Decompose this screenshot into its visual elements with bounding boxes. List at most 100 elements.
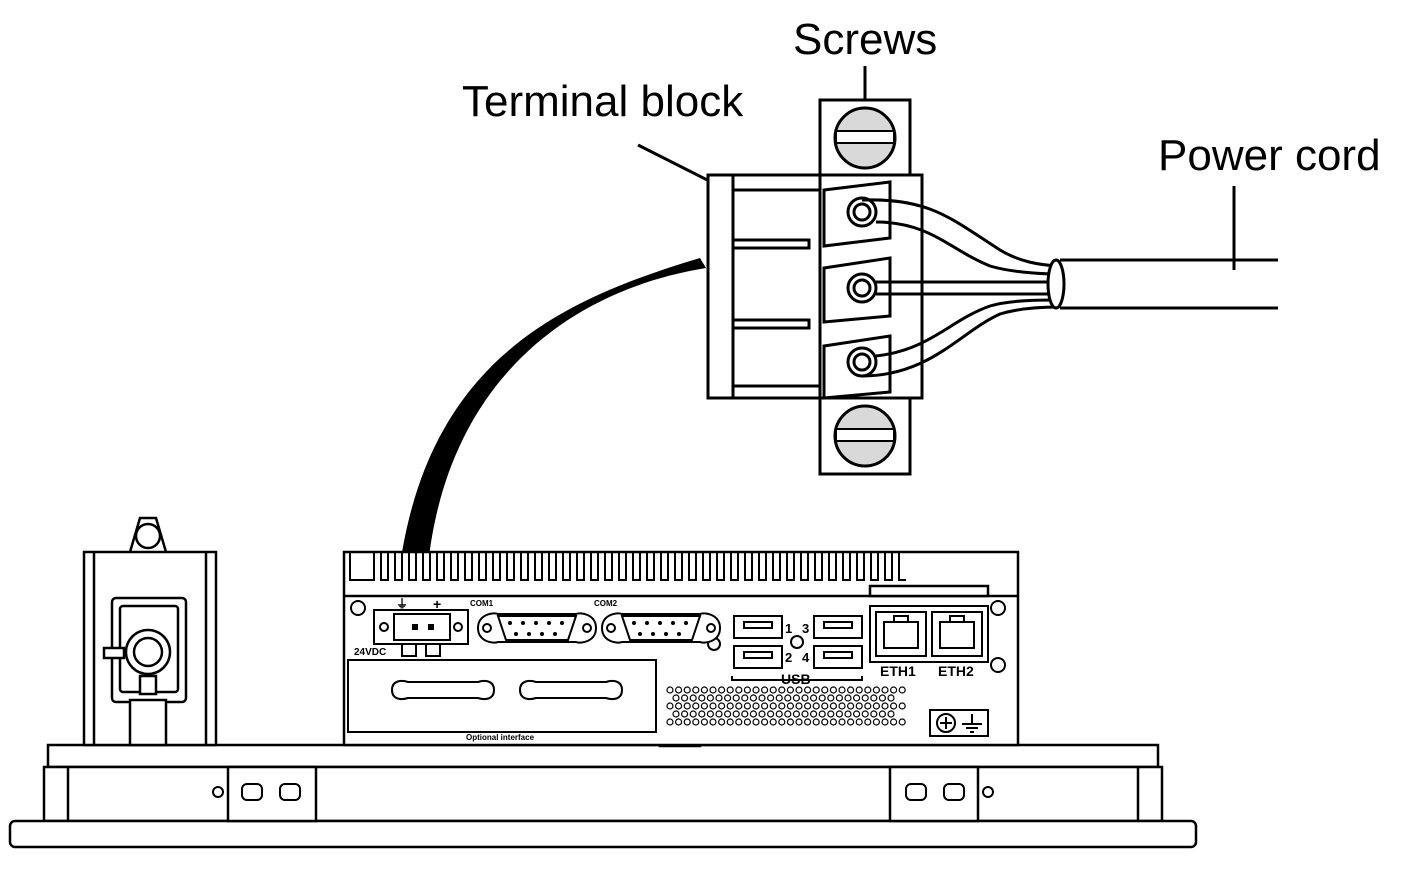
vent-hole bbox=[889, 686, 898, 694]
usb-symbol-icon bbox=[790, 635, 804, 649]
com-pin bbox=[508, 621, 512, 625]
vent-hole bbox=[666, 718, 674, 726]
vent-hole bbox=[743, 686, 752, 694]
vent-hole bbox=[792, 710, 801, 718]
com-pin bbox=[677, 632, 681, 636]
vent-hole bbox=[889, 702, 898, 710]
vent-hole bbox=[706, 694, 715, 702]
vent-hole bbox=[838, 686, 846, 694]
vent-hole bbox=[732, 694, 740, 702]
vent-hole bbox=[758, 694, 766, 702]
vent-hole bbox=[717, 686, 726, 694]
com-pin bbox=[553, 632, 557, 636]
vent-hole bbox=[743, 702, 752, 710]
screw-bottom-slot-icon bbox=[835, 428, 895, 442]
vent-hole bbox=[715, 710, 723, 718]
vent-hole bbox=[818, 694, 826, 702]
com-pin bbox=[547, 621, 551, 625]
com-pin bbox=[638, 632, 642, 636]
vent-hole bbox=[775, 710, 783, 718]
vent-hole bbox=[749, 710, 758, 718]
vent-hole bbox=[846, 718, 855, 726]
vent-hole bbox=[881, 718, 889, 726]
vent-hole bbox=[769, 702, 777, 710]
vent-hole bbox=[674, 702, 683, 710]
com1-label: COM1 bbox=[470, 599, 494, 608]
vent-hole bbox=[749, 694, 758, 702]
vent-hole bbox=[801, 710, 809, 718]
vent-hole bbox=[726, 686, 734, 694]
bezel-base bbox=[8, 819, 1198, 849]
vent-hole bbox=[812, 686, 820, 694]
vent-hole bbox=[829, 718, 838, 726]
vent-hole bbox=[872, 686, 881, 694]
ground-terminal bbox=[929, 709, 989, 737]
vent-hole bbox=[689, 694, 697, 702]
vent-hole bbox=[672, 694, 680, 702]
vent-hole bbox=[709, 718, 717, 726]
com-pin bbox=[664, 632, 668, 636]
right-screw-icon bbox=[982, 786, 994, 798]
vent-holes bbox=[666, 686, 906, 726]
vent-hole bbox=[827, 694, 835, 702]
optional-interface-slot bbox=[347, 659, 657, 733]
vent-hole bbox=[881, 686, 889, 694]
com2-port bbox=[600, 612, 722, 644]
vent-hole bbox=[887, 694, 895, 702]
vent-hole bbox=[709, 702, 717, 710]
vent-hole bbox=[821, 718, 829, 726]
vent-hole bbox=[792, 694, 801, 702]
terminal-block-enlarged bbox=[706, 98, 924, 476]
vent-hole bbox=[786, 686, 795, 694]
vent-hole bbox=[818, 710, 826, 718]
com-pin bbox=[514, 632, 518, 636]
vent-hole bbox=[801, 694, 809, 702]
vent-hole bbox=[723, 710, 732, 718]
com1-port bbox=[476, 612, 598, 644]
com-pin bbox=[540, 632, 544, 636]
vent-hole bbox=[706, 710, 715, 718]
screws-label: Screws bbox=[793, 15, 937, 64]
bezel-frame bbox=[42, 765, 1164, 823]
com-pin bbox=[658, 621, 662, 625]
vent-hole bbox=[775, 694, 783, 702]
vent-hole bbox=[864, 718, 872, 726]
vent-hole bbox=[778, 718, 786, 726]
vent-hole bbox=[812, 718, 820, 726]
vent-hole bbox=[889, 718, 898, 726]
terminal-block-label: Terminal block bbox=[462, 77, 744, 126]
screw-top-slot-icon bbox=[835, 130, 895, 144]
vent-hole bbox=[795, 686, 803, 694]
io-screw-tr-icon bbox=[990, 600, 1006, 616]
vent-hole bbox=[666, 702, 674, 710]
slot-2 bbox=[731, 318, 811, 330]
vent-hole bbox=[838, 702, 846, 710]
vent-hole bbox=[835, 694, 844, 702]
left-latch-2-icon bbox=[279, 783, 301, 801]
vent-hole bbox=[821, 702, 829, 710]
vent-hole bbox=[829, 702, 838, 710]
vent-hole bbox=[689, 710, 697, 718]
power-cord bbox=[1046, 258, 1278, 310]
vent-hole bbox=[872, 702, 881, 710]
left-screw-icon bbox=[212, 786, 224, 798]
vent-hole bbox=[809, 710, 818, 718]
vent-hole bbox=[812, 702, 820, 710]
side-lock-housing bbox=[82, 516, 218, 747]
vent-hole bbox=[717, 718, 726, 726]
io-screw-tl-icon bbox=[350, 600, 366, 616]
com-pins bbox=[508, 621, 688, 636]
vent-hole bbox=[698, 710, 706, 718]
vent-hole bbox=[887, 710, 895, 718]
vent-hole bbox=[680, 710, 689, 718]
vent-hole bbox=[672, 710, 680, 718]
com-pin bbox=[560, 621, 564, 625]
vent-hole bbox=[760, 702, 769, 710]
vent-hole bbox=[723, 694, 732, 702]
vent-hole bbox=[786, 718, 795, 726]
com-pin bbox=[671, 621, 675, 625]
power-cord-label: Power cord bbox=[1158, 131, 1381, 180]
vent-hole bbox=[709, 686, 717, 694]
